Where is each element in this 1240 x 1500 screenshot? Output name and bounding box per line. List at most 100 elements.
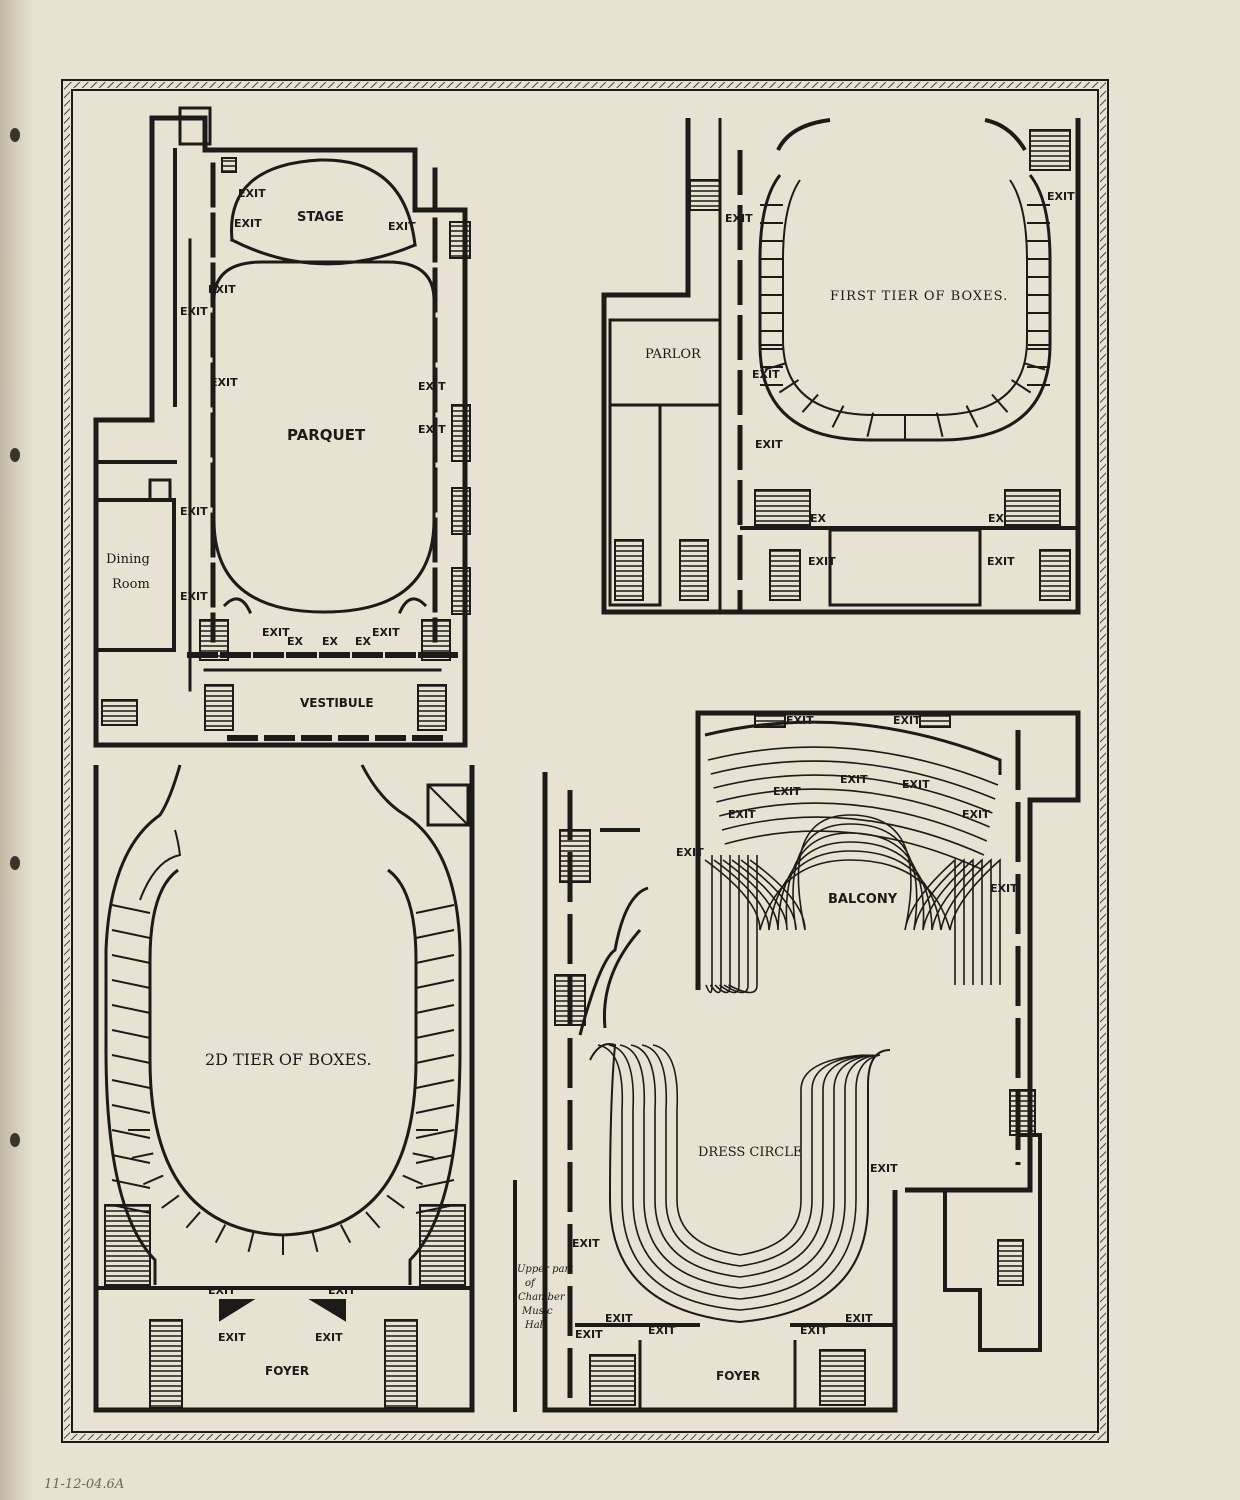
ex-label: EX — [810, 512, 827, 525]
dress-circle-label: DRESS CIRCLE — [698, 1145, 802, 1160]
box-partition — [214, 1224, 227, 1244]
dining-label-line2: Room — [112, 577, 150, 592]
chamber-label-line2: of — [525, 1278, 537, 1289]
binding-hole — [10, 128, 20, 142]
first-tier-labels: FIRST TIER OF BOXES. PARLOR EXIT EXIT EX… — [645, 190, 1075, 568]
exit-label: EXIT — [752, 368, 780, 381]
balcony-labels: BALCONY DRESS CIRCLE FOYER Upper part of… — [517, 714, 1018, 1383]
box-partition — [1023, 362, 1046, 371]
box-partition — [415, 1104, 455, 1114]
parquet-plan — [93, 106, 471, 748]
balcony-row — [721, 816, 985, 856]
dress-circle-row — [652, 1044, 864, 1256]
chamber-label-line5: Hall — [524, 1320, 546, 1331]
dress-circle-row — [597, 1044, 881, 1311]
second-tier-box-partitions — [111, 904, 455, 1255]
exit-label: EXIT — [234, 217, 262, 230]
box-partition — [111, 1079, 151, 1089]
exit-label: EXIT — [987, 555, 1015, 568]
exit-label: EXIT — [575, 1328, 603, 1341]
balcony-row — [713, 774, 993, 814]
box-partition — [935, 412, 944, 437]
box-partition — [412, 1152, 435, 1159]
box-partition — [415, 1079, 455, 1089]
box-partition — [161, 1194, 180, 1209]
ex-label: EX — [355, 635, 372, 648]
box-partition — [415, 1179, 455, 1189]
balcony-row — [718, 802, 988, 842]
exit-label: EXIT — [755, 438, 783, 451]
exit-label: EXIT — [728, 808, 756, 821]
second-tier-plan — [93, 764, 475, 1413]
box-partition — [965, 405, 979, 428]
chamber-label-line4: Music — [521, 1306, 553, 1317]
exit-label: EXIT — [418, 380, 446, 393]
box-partition — [402, 1174, 424, 1186]
exit-label: EXIT — [372, 626, 400, 639]
handwritten-note: 11-12-04.6A — [44, 1477, 124, 1492]
balcony-label: BALCONY — [828, 892, 898, 907]
dress-circle-row — [608, 1044, 877, 1300]
exit-label: EXIT — [315, 1331, 343, 1344]
box-partition — [831, 405, 845, 428]
box-partition — [111, 904, 151, 914]
exit-label: EXIT — [218, 1331, 246, 1344]
exit-label: EXIT — [676, 846, 704, 859]
box-partition — [866, 412, 875, 437]
exit-label: EXIT — [773, 785, 801, 798]
first-tier-label: FIRST TIER OF BOXES. — [830, 289, 1008, 304]
second-tier-labels: 2D TIER OF BOXES. FOYER EXIT EXIT EXIT E… — [205, 1050, 372, 1378]
dress-circle-row — [630, 1044, 871, 1278]
exit-label: EXIT — [870, 1162, 898, 1175]
balcony-row — [710, 760, 996, 800]
exit-label: EXIT — [210, 376, 238, 389]
binding-hole — [10, 1133, 20, 1147]
first-tier-box-partitions — [760, 204, 1050, 440]
box-partition — [415, 904, 455, 914]
vestibule-label: VESTIBULE — [300, 696, 374, 710]
exit-label: EXIT — [180, 590, 208, 603]
box-partition — [247, 1232, 255, 1253]
box-partition — [111, 979, 151, 989]
parquet-label: PARQUET — [287, 426, 366, 444]
foyer-label: FOYER — [265, 1364, 309, 1378]
exit-label: EXIT — [1047, 190, 1075, 203]
exit-label: EXIT — [238, 187, 266, 200]
parquet-labels: STAGE PARQUET VESTIBULE Dining Room EXIT… — [106, 187, 446, 710]
exit-label: EXIT — [800, 1324, 828, 1337]
ex-label: EX — [988, 512, 1005, 525]
balcony-plan — [513, 710, 1081, 1413]
ex-label: EX — [322, 635, 339, 648]
chamber-label-line1: Upper part — [517, 1264, 574, 1275]
dining-label-line1: Dining — [106, 552, 150, 567]
second-tier-label: 2D TIER OF BOXES. — [205, 1050, 372, 1069]
box-partition — [111, 1004, 151, 1014]
box-partition — [415, 1054, 455, 1064]
box-partition — [415, 929, 455, 939]
exit-label: EXIT — [893, 714, 921, 727]
box-partition — [764, 362, 787, 371]
balcony-row — [723, 823, 965, 994]
box-partition — [415, 1204, 455, 1214]
balcony-row — [709, 850, 992, 994]
box-partition — [111, 1054, 151, 1064]
box-partition — [311, 1232, 319, 1253]
dress-circle-row — [619, 1044, 874, 1289]
box-partition — [111, 954, 151, 964]
exit-label: EXIT — [180, 305, 208, 318]
box-partition — [142, 1174, 164, 1186]
box-partition — [386, 1194, 405, 1209]
box-partition — [1010, 379, 1032, 394]
exit-label: EXIT — [962, 808, 990, 821]
binding-hole — [10, 856, 20, 870]
box-partition — [111, 1154, 151, 1164]
balcony-row — [707, 746, 999, 786]
exit-label: EXIT — [262, 626, 290, 639]
box-partition — [778, 379, 800, 394]
box-partition — [111, 1029, 151, 1039]
exit-label: EXIT — [180, 505, 208, 518]
parlor-label: PARLOR — [645, 347, 702, 362]
page-border — [61, 79, 1109, 1443]
